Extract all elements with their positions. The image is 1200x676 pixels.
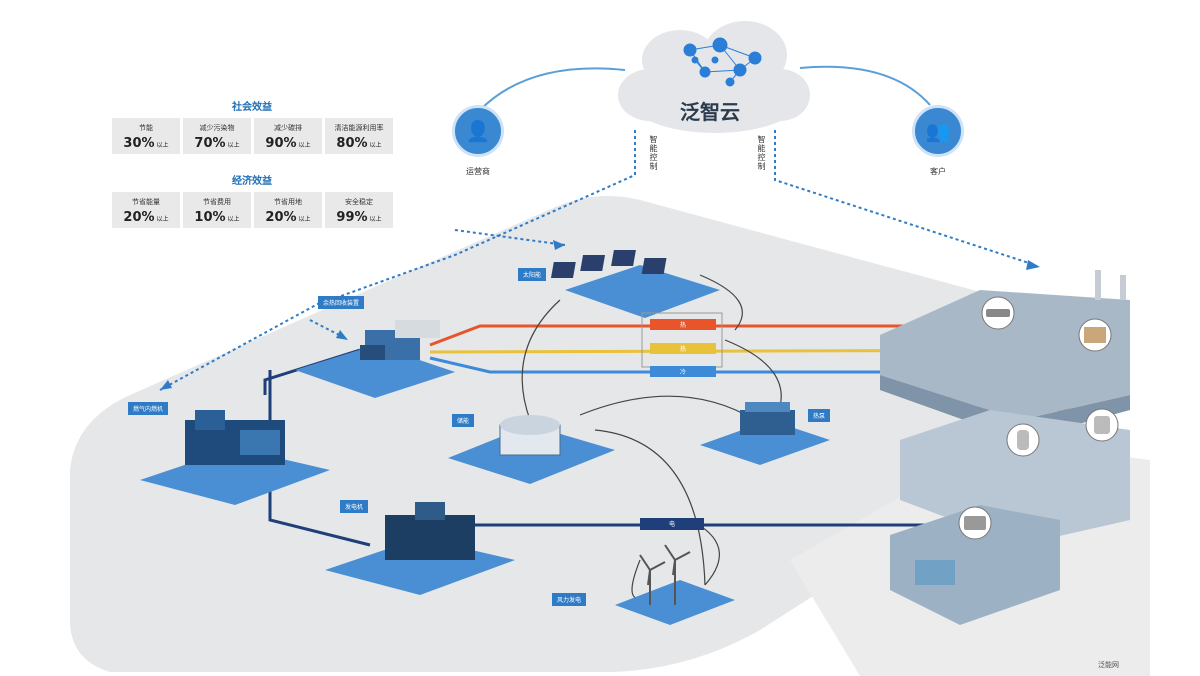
footer-brand: 泛能网 — [1098, 661, 1119, 669]
arrow-head — [553, 240, 565, 250]
stat-value: 99%以上 — [336, 210, 382, 225]
heat-pump-tag[interactable]: 热泵 — [808, 409, 831, 422]
heat-bar — [650, 319, 716, 330]
storage-tank-icon — [499, 415, 561, 456]
hot-water-bar-label: 热 — [679, 346, 686, 353]
stat-value: 20%以上 — [123, 210, 169, 225]
stat-label: 安全稳定 — [345, 198, 373, 206]
smart-control-right-label: 智能控制 — [757, 135, 766, 171]
stat-cell: 节能 30%以上 — [112, 118, 180, 154]
wind-tag[interactable]: 风力发电 — [552, 593, 587, 606]
stat-value: 80%以上 — [336, 136, 382, 151]
heat-bar-label: 热 — [679, 322, 686, 329]
stat-label: 减少污染物 — [199, 124, 235, 132]
stat-value: 70%以上 — [194, 136, 240, 151]
network-nodes-icon — [683, 37, 762, 87]
stat-value: 30%以上 — [123, 136, 169, 151]
stat-cell: 节省费用 10%以上 — [183, 192, 251, 228]
operator-person-icon[interactable]: 👤 — [452, 105, 504, 157]
solar-tag[interactable]: 太阳能 — [518, 268, 547, 281]
stat-cell: 节省能量 20%以上 — [112, 192, 180, 228]
power-bar — [640, 518, 704, 530]
solar-panel-icon — [550, 250, 667, 278]
stat-cell: 减少碳排 90%以上 — [254, 118, 322, 154]
social-benefits-table: 节能 30%以上 减少污染物 70%以上 减少碳排 90%以上 清洁能源利用率 … — [112, 118, 393, 154]
stat-cell: 减少污染物 70%以上 — [183, 118, 251, 154]
customer-group-icon[interactable]: 👥 — [912, 105, 964, 157]
stat-value: 90%以上 — [265, 136, 311, 151]
stat-label: 减少碳排 — [274, 124, 302, 132]
hot-water-bar — [650, 343, 716, 354]
smart-control-left-label: 智能控制 — [649, 135, 658, 171]
wind-turbine-icon — [639, 544, 691, 605]
customer-label: 客户 — [930, 167, 946, 176]
cloud-title: 泛智云 — [680, 100, 740, 124]
absorption-chiller-icon — [360, 320, 440, 360]
arrow-head — [160, 380, 172, 390]
stat-label: 节省用地 — [274, 198, 302, 206]
power-bar-label: 电 — [668, 521, 675, 528]
stat-cell: 节省用地 20%以上 — [254, 192, 322, 228]
cold-bar-label: 冷 — [679, 369, 686, 376]
stat-label: 清洁能源利用率 — [334, 124, 384, 132]
arrow-head — [1026, 260, 1040, 270]
stat-label: 节省费用 — [203, 198, 231, 206]
wall-boiler-icon — [1017, 430, 1029, 450]
stat-cell: 清洁能源利用率 80%以上 — [325, 118, 393, 154]
heat-pump-icon — [740, 402, 795, 435]
stat-value: 10%以上 — [194, 210, 240, 225]
cold-bar — [650, 366, 716, 377]
outdoor-unit-icon — [964, 516, 986, 530]
stat-value: 20%以上 — [265, 210, 311, 225]
economic-benefits-table: 节省能量 20%以上 节省费用 10%以上 节省用地 20%以上 安全稳定 99… — [112, 192, 393, 228]
arrow-head — [336, 330, 348, 340]
radiator-icon — [1084, 327, 1106, 343]
stat-label: 节省能量 — [132, 198, 160, 206]
building-cutaway — [880, 270, 1130, 625]
social-benefits-title: 社会效益 — [232, 102, 272, 113]
gas-engine-icon — [185, 410, 285, 465]
operator-label: 运营商 — [466, 167, 490, 176]
stat-cell: 安全稳定 99%以上 — [325, 192, 393, 228]
generator-tag[interactable]: 发电机 — [340, 500, 369, 513]
absorption-chiller-tag[interactable]: 余热回收装置 — [318, 296, 365, 309]
operator-link — [479, 67, 626, 111]
cloud-shape — [618, 21, 810, 133]
energy-bars — [640, 312, 723, 530]
generator-icon — [385, 502, 475, 560]
appliance-markers — [958, 296, 1119, 540]
customer-link — [799, 65, 931, 106]
air-conditioner-icon — [986, 309, 1010, 317]
stat-label: 节能 — [139, 124, 153, 132]
storage-tag[interactable]: 储能 — [452, 414, 475, 427]
economic-benefits-title: 经济效益 — [232, 176, 272, 187]
gas-engine-tag[interactable]: 燃气内燃机 — [128, 402, 169, 415]
water-heater-icon — [1094, 416, 1110, 434]
